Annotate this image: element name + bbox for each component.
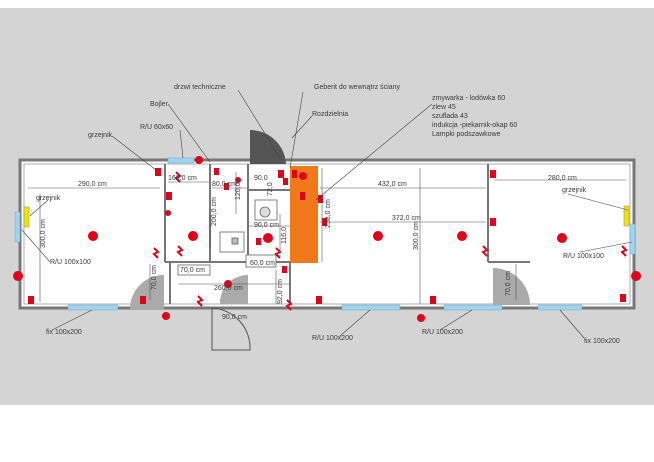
dim-116: 116,0 xyxy=(281,227,288,244)
dim-290: 290,0 cm xyxy=(78,181,107,188)
kitchen-notes: zmywarka - lodówka 60 zlew 45 szuflada 4… xyxy=(432,95,517,138)
label-ru-100x100-right: R/U 100x100 xyxy=(563,253,604,260)
dim-92: 92,0 cm xyxy=(277,279,284,304)
dim-80: 80,0 cm xyxy=(212,181,237,188)
bathroom-fixtures xyxy=(177,199,278,276)
label-grzejnik-top: grzejnik xyxy=(88,132,113,139)
leader-lines xyxy=(21,89,633,339)
dim-258: 258,0 cm xyxy=(325,199,332,228)
label-ru-60x60: R/U 60x60 xyxy=(140,124,173,131)
light-points xyxy=(13,156,641,322)
dim-120: 120,0 xyxy=(235,182,242,200)
label-rozdzielnia: Rozdzielnia xyxy=(312,111,348,118)
label-grzejnik-right: grzejnik xyxy=(562,187,587,194)
kitchen-note: zlew 45 xyxy=(432,104,456,111)
switch-symbols xyxy=(152,171,628,311)
dim-90a: 90,0 xyxy=(254,175,268,182)
dim-280: 280,0 cm xyxy=(548,175,577,182)
label-fix-left: fix 100x200 xyxy=(46,329,82,336)
dimension-lines xyxy=(28,168,626,304)
dim-200: 200,0 cm xyxy=(211,197,218,226)
label-drzwi-techniczne: drzwi techniczne xyxy=(174,84,226,91)
dim-70c: 70,0 cm xyxy=(505,271,512,296)
dim-372: 372,0 cm xyxy=(392,215,421,222)
dim-70a: 70,0 cm xyxy=(151,265,158,290)
doors xyxy=(129,129,530,351)
dim-300-left: 300,0 cm xyxy=(40,219,47,248)
dim-90c: 90,0 cm xyxy=(222,314,247,321)
dim-90b: 90,0 cm xyxy=(254,222,279,229)
heaters xyxy=(23,205,630,228)
dim-432: 432,0 cm xyxy=(378,181,407,188)
label-geberit: Geberit do wewnątrz ściany xyxy=(314,84,400,91)
label-ru-100x200-b: R/U 100x200 xyxy=(422,329,463,336)
container-floor xyxy=(18,158,636,310)
label-bojler: Bojler xyxy=(150,101,169,108)
kitchen-note: zmywarka - lodówka 60 xyxy=(432,95,505,102)
dim-160: 160,0 cm xyxy=(168,175,197,182)
dim-300-mid: 300,0 cm xyxy=(413,221,420,250)
kitchen-note: Lampki podszawkowe xyxy=(432,131,501,138)
kitchen-note: indukcja -piekarnik-okap 60 xyxy=(432,122,517,129)
dim-260: 260,0 cm xyxy=(214,285,243,292)
label-ru-100x200-a: R/U 100x200 xyxy=(312,335,353,342)
label-fix-right: fix 100x200 xyxy=(584,338,620,345)
label-ru-100x100-left: R/U 100x100 xyxy=(50,259,91,266)
kitchen-counter-block xyxy=(290,166,318,263)
kitchen-note: szuflada 43 xyxy=(432,113,468,120)
label-grzejnik-left: grzejnik xyxy=(36,195,61,202)
dim-70b: 70,0 cm xyxy=(180,267,205,274)
socket-points xyxy=(28,168,626,304)
dim-72: 72,0 xyxy=(267,182,274,196)
windows xyxy=(14,157,636,311)
dim-60: 60,0 cm xyxy=(250,260,275,267)
